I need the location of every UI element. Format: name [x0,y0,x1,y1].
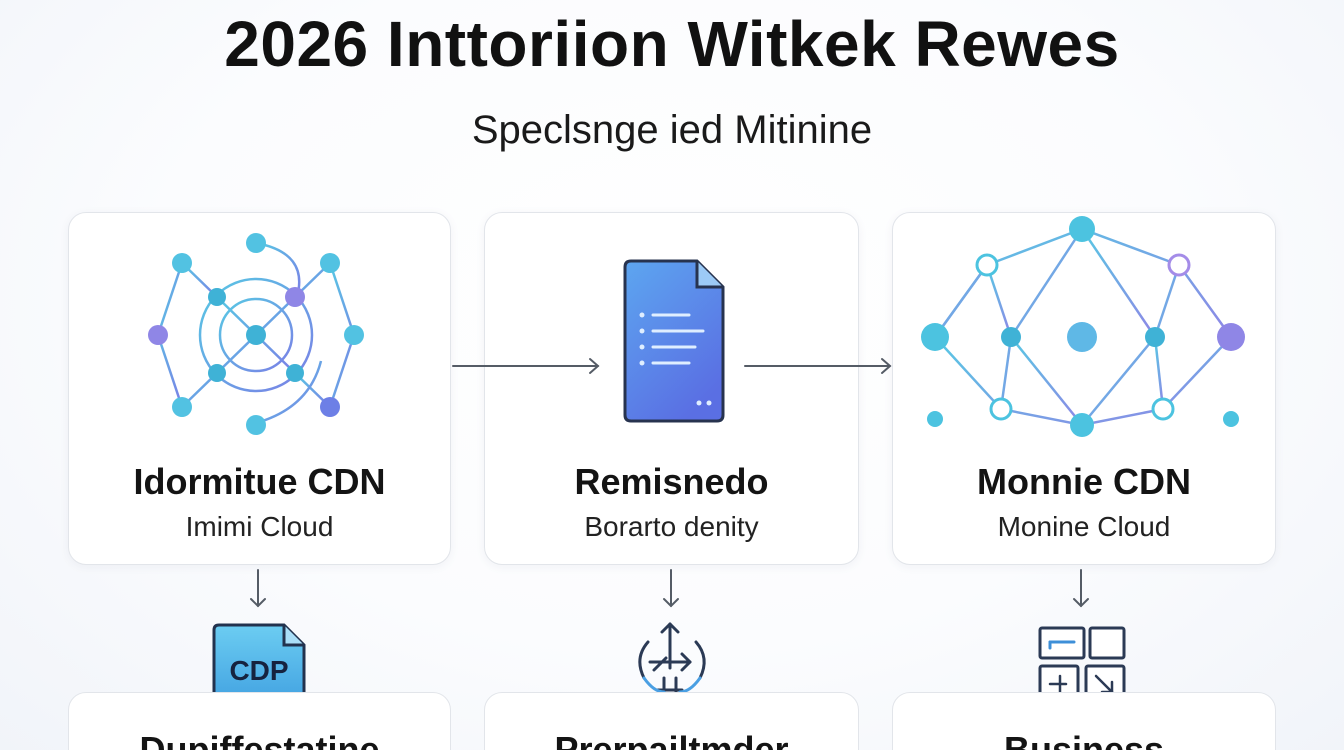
card-target-cdn: Monnie CDN Monine Cloud [892,212,1276,565]
page-subtitle: Speclsnge ied Mitinine [471,108,873,152]
bottom-card-2: Prerpailtmder [484,692,859,750]
card-title: Idormitue CDN [133,461,386,502]
bottom-card-label: Business [1003,729,1165,750]
mesh-network-icon [921,216,1245,437]
bottom-card-label: Prerpailtmder [554,729,789,750]
card-subtitle: Monine Cloud [997,511,1171,542]
bottom-card-label: Dupiffestatine [139,729,380,750]
card-title: Monnie CDN [977,461,1191,502]
cdp-label: CDP [229,655,288,686]
card-title: Remisnedo [574,461,769,502]
page-title: 2026 Inttoriion Witkek Rewes [224,8,1120,80]
card-subtitle: Imimi Cloud [185,511,334,542]
arrow-right-1 [452,358,600,374]
bottom-card-3: Business [892,692,1276,750]
bottom-card-1: Dupiffestatine [68,692,451,750]
card-subtitle: Borarto denity [584,511,759,542]
arrow-right-2 [744,358,892,374]
arrow-down-2 [663,569,679,608]
card-source-cdn: Idormitue CDN Imimi Cloud [68,212,451,565]
sync-arrows-icon [638,622,706,706]
card-processing: Remisnedo Borarto denity [484,212,859,565]
document-icon [623,259,725,423]
network-globe-icon [148,233,367,435]
arrow-down-3 [1073,569,1089,608]
arrow-down-1 [250,569,266,608]
